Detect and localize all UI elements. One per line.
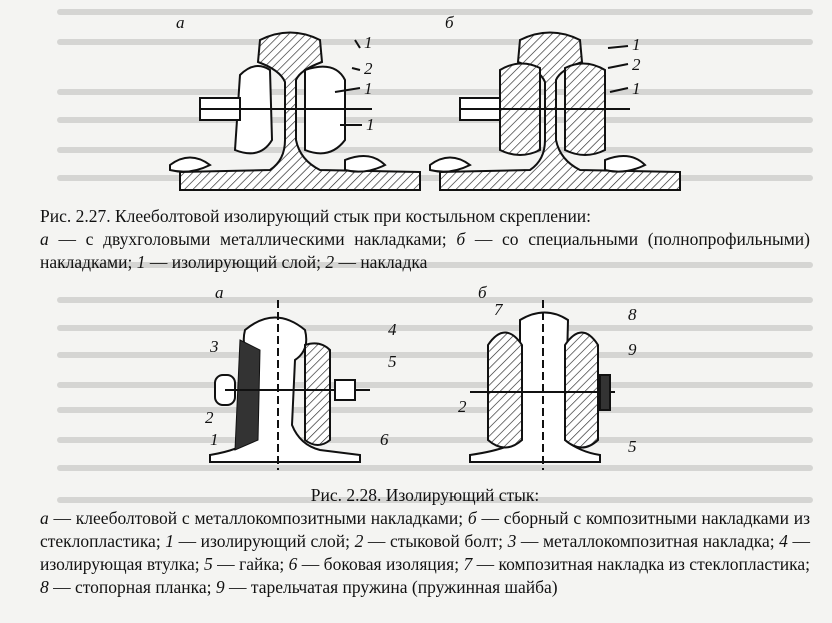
caption-key: 7 [463, 554, 473, 574]
fig228-caption: Рис. 2.28. Изолирующий стык: а — клеебол… [40, 484, 810, 599]
fig227-caption-title: Рис. 2.27. Клееболтовой изолирующий стык… [40, 206, 592, 226]
caption-key: 4 [779, 531, 788, 551]
caption-text: — со специальными (полнопрофильными) нак… [40, 229, 810, 272]
caption-text: — изолирующий слой; [174, 531, 355, 551]
fig227-panel-b [429, 31, 681, 191]
caption-key: 3 [507, 531, 517, 551]
caption-key: 6 [288, 554, 298, 574]
caption-key: б [456, 229, 466, 249]
fig227-callout: 1 [364, 33, 373, 52]
caption-key: 1 [136, 252, 146, 272]
fig227-caption: Рис. 2.27. Клееболтовой изолирующий стык… [40, 205, 810, 274]
caption-key: а [40, 508, 49, 528]
caption-text: — металлокомпозитная накладка; [516, 531, 780, 551]
caption-key: 8 [40, 577, 49, 597]
caption-text: — сборный с композитными накладками из с… [40, 508, 811, 551]
caption-key: 9 [215, 577, 225, 597]
fig228-caption-body: а — клееболтовой с металлокомпозитными н… [40, 507, 810, 599]
caption-key: 2 [354, 531, 364, 551]
fig227-callout: 1 [632, 35, 641, 54]
caption-text: — стопорная планка; [48, 577, 216, 597]
caption-key: 2 [325, 252, 335, 272]
caption-key: а [40, 229, 49, 249]
fig227-callout: 2 [364, 59, 373, 78]
fig227-callout: 1 [366, 115, 375, 134]
fig227-caption-body: а — с двухголовыми металлическими наклад… [40, 229, 810, 272]
fig227-callout: 2 [632, 55, 641, 74]
caption-text: — стыковой болт; [363, 531, 508, 551]
fig227-callout: 1 [632, 79, 641, 98]
fig227-label-a: а [176, 13, 185, 32]
caption-text: — гайка; [212, 554, 289, 574]
fig227-panel-a [169, 31, 421, 191]
fig227-label-b: б [445, 13, 454, 32]
fig227-callout: 1 [364, 79, 373, 98]
caption-key: б [467, 508, 477, 528]
caption-text: — изолирующий слой; [145, 252, 326, 272]
caption-text: — боковая изоляция; [297, 554, 464, 574]
caption-text: — изолирующая втулка; [40, 531, 810, 574]
figure-2-27: а 1 2 1 1 б 1 2 1 [169, 13, 681, 191]
fig228-caption-title: Рис. 2.28. Изолирующий стык: [310, 485, 540, 505]
caption-key: 5 [204, 554, 213, 574]
caption-text: — с двухголовыми металлическими накладка… [48, 229, 457, 249]
caption-text: — тарельчатая пружина (пружинная шайба) [224, 577, 558, 597]
caption-text: — композитная накладка из стеклопластика… [472, 554, 810, 574]
caption-text: — клееболтовой с металлокомпозитными нак… [48, 508, 468, 528]
caption-key: 1 [165, 531, 174, 551]
caption-text: — накладка [334, 252, 428, 272]
